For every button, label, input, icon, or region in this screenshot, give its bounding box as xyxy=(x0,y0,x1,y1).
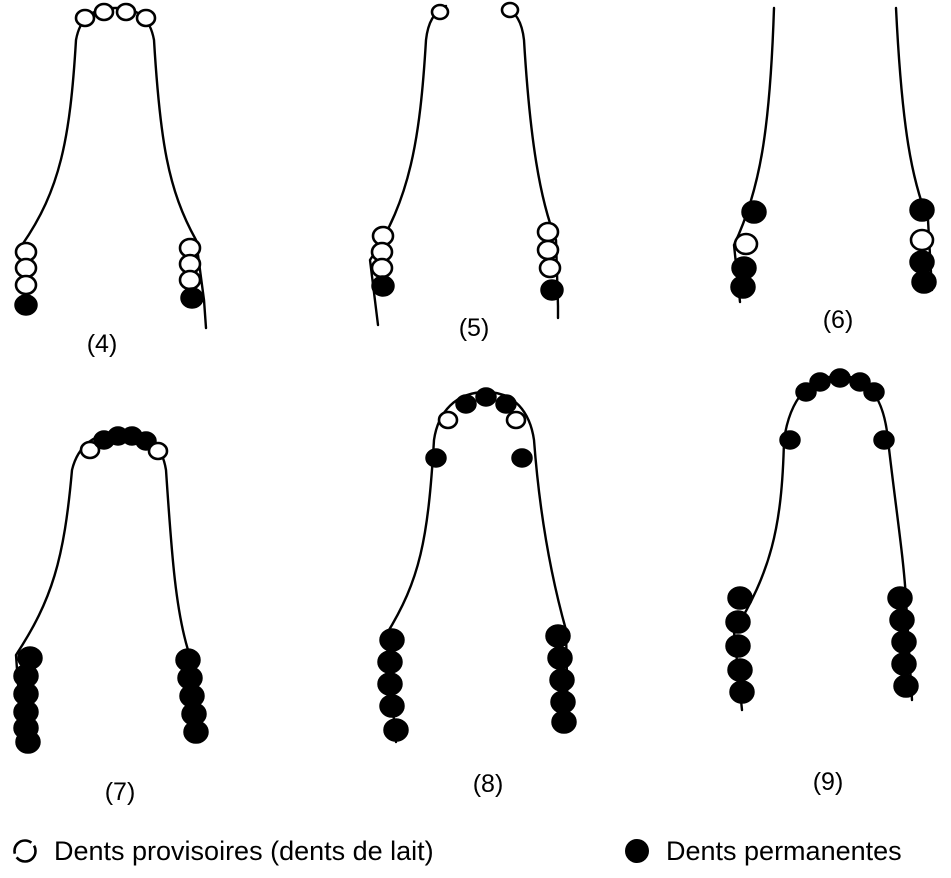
jaw-stage-4: (4) xyxy=(15,4,206,358)
permanent-tooth xyxy=(728,659,752,681)
stage-label: (5) xyxy=(459,314,490,342)
permanent-tooth xyxy=(888,587,912,609)
permanent-tooth xyxy=(730,681,754,703)
milk-tooth xyxy=(540,259,560,277)
permanent-tooth xyxy=(512,449,532,467)
permanent-tooth xyxy=(864,383,884,401)
permanent-tooth xyxy=(892,653,916,675)
open-circle-icon xyxy=(12,838,38,864)
permanent-tooth xyxy=(546,625,570,647)
permanent-tooth xyxy=(874,431,894,449)
permanent-tooth xyxy=(380,629,404,651)
permanent-tooth xyxy=(15,295,37,315)
legend-milk-label: Dents provisoires (dents de lait) xyxy=(54,834,434,868)
legend-item-permanent-teeth: Dents permanentes xyxy=(624,834,902,868)
milk-tooth xyxy=(432,5,448,19)
stage-label: (9) xyxy=(813,768,844,796)
jaw-stage-7: (7) xyxy=(14,427,208,806)
jaw-outline xyxy=(386,392,568,742)
milk-tooth xyxy=(117,4,135,20)
jaw-outline xyxy=(22,8,206,328)
permanent-tooth xyxy=(726,611,750,633)
milk-tooth xyxy=(439,412,457,428)
jaw-stage-8: (8) xyxy=(378,388,576,798)
permanent-tooth xyxy=(548,647,572,669)
dentition-stages-svg: (4) (5) (6) (7) (8) (9) xyxy=(0,0,951,828)
permanent-tooth xyxy=(830,369,850,387)
permanent-tooth xyxy=(378,673,402,695)
milk-tooth xyxy=(149,443,167,459)
milk-tooth xyxy=(911,230,933,250)
permanent-tooth xyxy=(426,449,446,467)
permanent-tooth xyxy=(541,280,563,300)
permanent-tooth xyxy=(912,271,936,293)
stage-label: (6) xyxy=(823,306,854,334)
permanent-tooth xyxy=(551,691,575,713)
milk-tooth xyxy=(180,271,200,289)
permanent-tooth xyxy=(384,719,408,741)
milk-tooth xyxy=(507,412,525,428)
permanent-tooth xyxy=(892,631,916,653)
jaw-stage-5: (5) xyxy=(370,3,563,342)
permanent-tooth xyxy=(780,431,800,449)
milk-tooth xyxy=(16,259,36,277)
jaw-stage-9: (9) xyxy=(726,369,918,796)
milk-tooth xyxy=(76,10,94,26)
permanent-tooth xyxy=(181,288,203,308)
milk-tooth xyxy=(16,276,36,294)
permanent-tooth xyxy=(726,635,750,657)
milk-tooth xyxy=(538,241,558,259)
permanent-tooth xyxy=(184,721,208,743)
permanent-tooth xyxy=(728,587,752,609)
permanent-tooth xyxy=(380,695,404,717)
jaw-outline xyxy=(16,432,200,742)
permanent-tooth xyxy=(731,276,755,298)
permanent-tooth xyxy=(910,251,934,273)
milk-tooth xyxy=(372,259,392,277)
jaw-stage-6: (6) xyxy=(731,8,936,334)
legend: Dents provisoires (dents de lait) Dents … xyxy=(0,828,951,878)
permanent-tooth xyxy=(910,199,934,221)
milk-tooth xyxy=(538,223,558,241)
permanent-tooth xyxy=(378,651,402,673)
stage-label: (4) xyxy=(87,330,118,358)
jaw-outline xyxy=(734,376,912,710)
permanent-tooth xyxy=(810,373,830,391)
permanent-tooth xyxy=(894,675,918,697)
milk-tooth xyxy=(137,10,155,26)
legend-permanent-label: Dents permanentes xyxy=(666,834,902,868)
permanent-tooth xyxy=(552,711,576,733)
legend-item-milk-teeth: Dents provisoires (dents de lait) xyxy=(12,834,434,868)
filled-circle-icon xyxy=(624,838,650,864)
permanent-tooth xyxy=(372,276,394,296)
permanent-tooth xyxy=(496,395,516,413)
permanent-tooth xyxy=(890,609,914,631)
milk-tooth xyxy=(735,234,757,254)
permanent-tooth xyxy=(16,731,40,753)
permanent-tooth xyxy=(456,395,476,413)
stage-label: (7) xyxy=(105,778,136,806)
stage-label: (8) xyxy=(473,770,504,798)
milk-tooth xyxy=(95,4,113,20)
milk-tooth xyxy=(502,3,518,17)
permanent-tooth xyxy=(476,388,496,406)
permanent-tooth xyxy=(742,201,766,223)
permanent-tooth xyxy=(550,669,574,691)
